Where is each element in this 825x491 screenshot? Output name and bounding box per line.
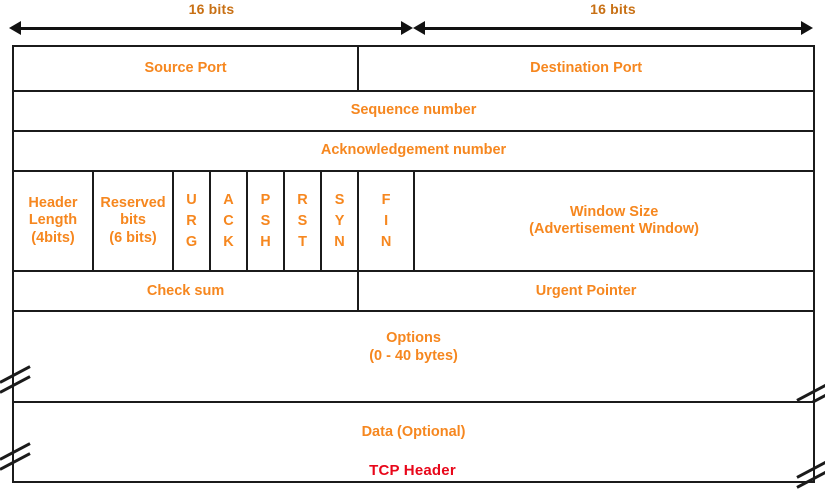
flag-psh-letters: P S H xyxy=(260,191,271,250)
bit-width-ruler: 16 bits 16 bits xyxy=(0,0,825,42)
field-window-size: Window Size (Advertisement Window) xyxy=(413,169,816,273)
arrow-left-end-icon xyxy=(401,21,413,35)
arrow-right-start-icon xyxy=(413,21,425,35)
field-data-label: Data (Optional) xyxy=(361,424,466,441)
break-mark-left-icon xyxy=(0,365,32,395)
field-check-sum: Check sum xyxy=(11,270,360,313)
flag-urg-letters: U R G xyxy=(185,191,198,250)
table-row-acknowledgement: Acknowledgement number xyxy=(11,130,816,172)
table-row-ports: Source Port Destination Port xyxy=(11,45,816,92)
field-source-port: Source Port xyxy=(11,45,360,92)
ruler-label-left: 16 bits xyxy=(188,1,235,17)
arrow-left-start-icon xyxy=(9,21,21,35)
field-acknowledgement-number: Acknowledgement number xyxy=(11,130,816,172)
field-destination-port: Destination Port xyxy=(357,45,816,92)
flag-fin: F I N xyxy=(357,169,416,273)
ruler-line-right xyxy=(420,27,804,30)
field-options-label: Options (0 - 40 bytes) xyxy=(369,330,458,364)
table-row-checksum: Check sum Urgent Pointer xyxy=(11,270,816,313)
field-sequence-number: Sequence number xyxy=(11,90,816,132)
field-data: Data (Optional) xyxy=(0,400,825,489)
table-row-data: Data (Optional) xyxy=(0,400,825,489)
ruler-line-left xyxy=(20,27,406,30)
flag-ack-letters: A C K xyxy=(223,191,234,250)
tcp-header-table: Source Port Destination Port Sequence nu… xyxy=(0,45,825,489)
field-header-length: Header Length (4bits) xyxy=(12,169,94,273)
flag-psh: P S H xyxy=(246,169,285,273)
flag-rst-letters: R S T xyxy=(297,191,308,250)
field-urgent-pointer: Urgent Pointer xyxy=(357,270,816,313)
table-row-flags: Header Length (4bits) Reserved bits (6 b… xyxy=(12,169,816,273)
table-row-options: Options (0 - 40 bytes) xyxy=(0,310,825,412)
ruler-label-right: 16 bits xyxy=(590,1,636,17)
flag-fin-letters: F I N xyxy=(380,191,392,250)
diagram-caption: TCP Header xyxy=(369,462,456,479)
field-options: Options (0 - 40 bytes) xyxy=(0,310,825,412)
table-row-sequence: Sequence number xyxy=(11,90,816,132)
flag-syn-letters: S Y N xyxy=(334,191,345,250)
flag-urg: U R G xyxy=(172,169,211,273)
arrow-right-end-icon xyxy=(801,21,813,35)
flag-rst: R S T xyxy=(283,169,322,273)
field-reserved-bits: Reserved bits (6 bits) xyxy=(92,169,174,273)
flag-ack: A C K xyxy=(209,169,248,273)
flag-syn: S Y N xyxy=(319,169,360,273)
